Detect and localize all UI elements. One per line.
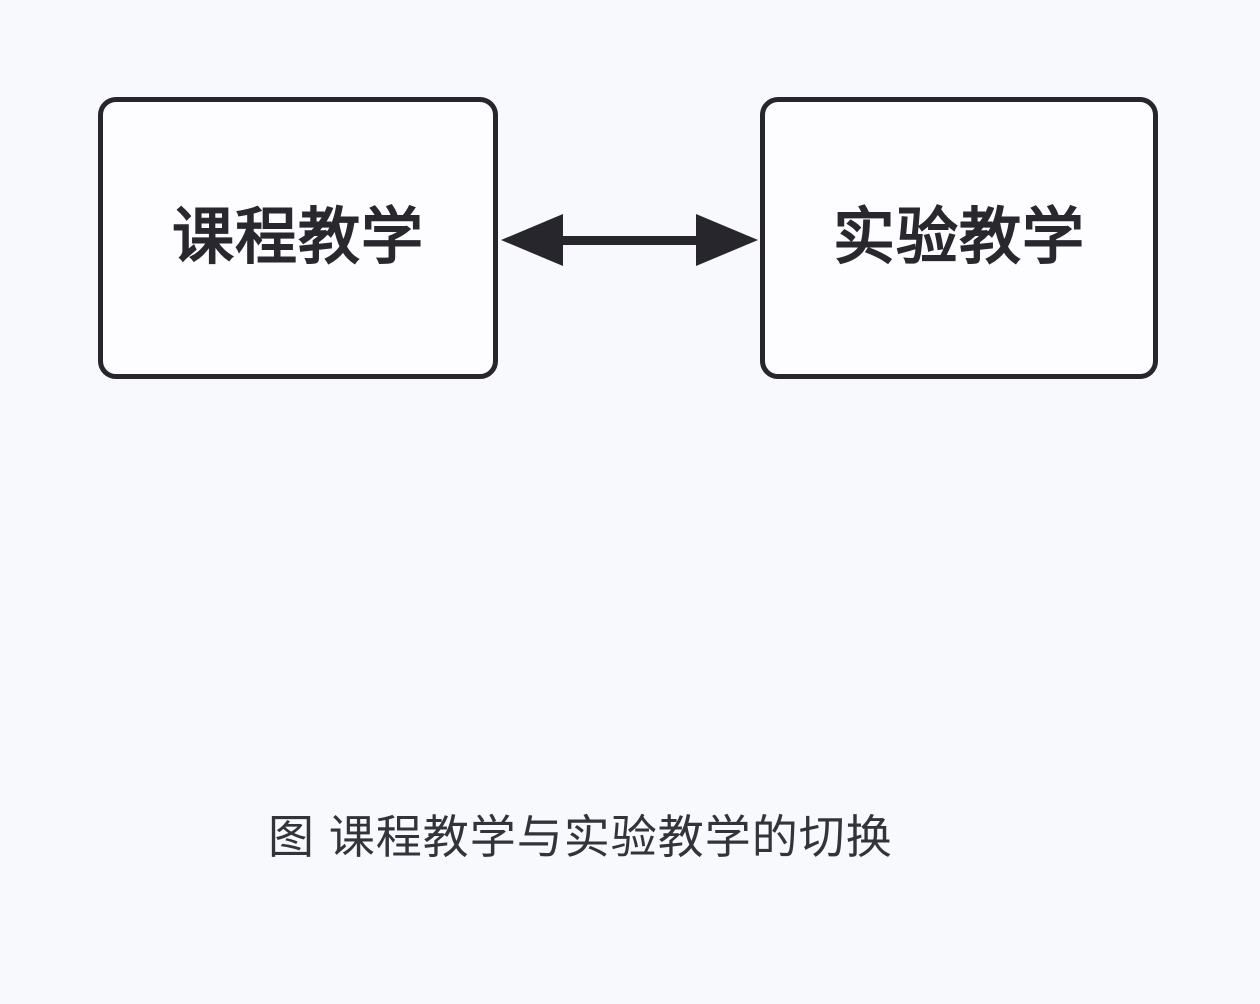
node-experiment-teaching-label: 实验教学 [832, 203, 1085, 272]
arrow-left-head-icon [501, 214, 563, 266]
node-course-teaching: 课程教学 [98, 97, 498, 379]
node-course-teaching-label: 课程教学 [171, 203, 424, 272]
node-experiment-teaching: 实验教学 [760, 97, 1158, 379]
arrow-right-head-icon [696, 214, 758, 266]
arrow-shaft [560, 235, 699, 245]
figure-caption: 图 课程教学与实验教学的切换 [268, 811, 893, 863]
bidirectional-arrow [501, 214, 758, 266]
